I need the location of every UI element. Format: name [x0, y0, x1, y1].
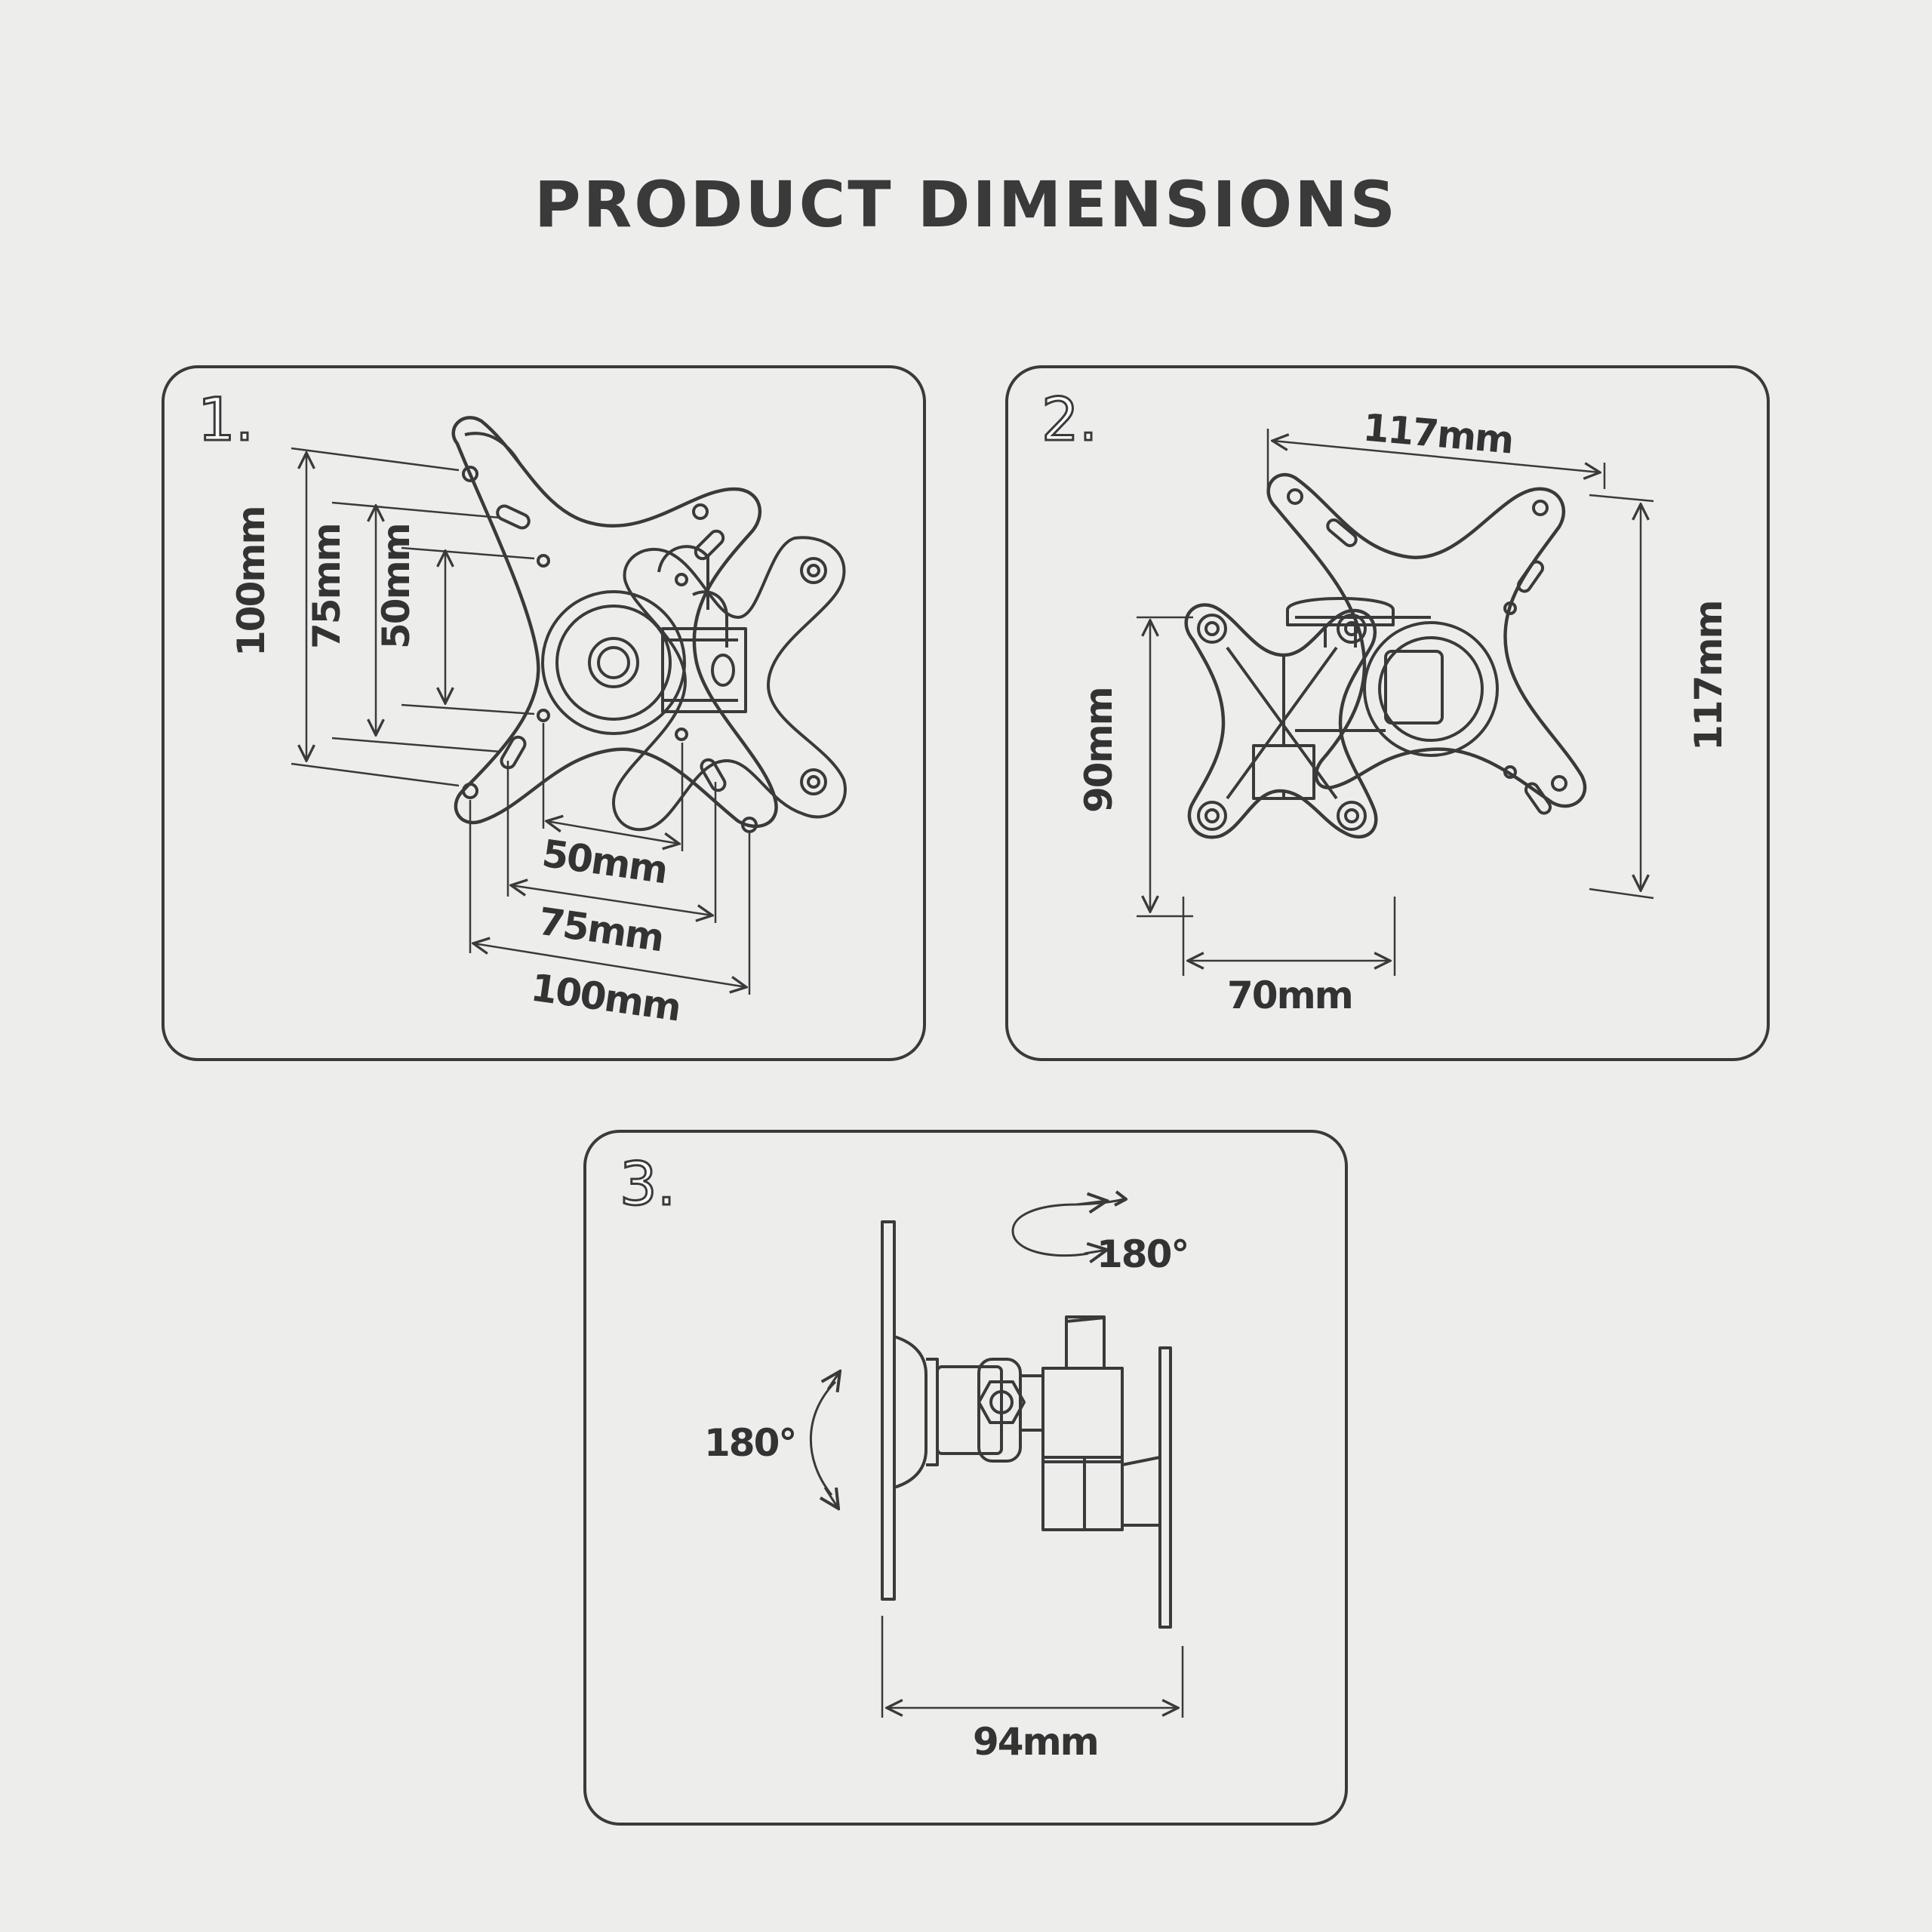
rotation-top-label: 180°	[1097, 1232, 1189, 1276]
dim-right: 117mm	[1687, 601, 1730, 751]
page-title: PRODUCT DIMENSIONS	[534, 168, 1398, 242]
rotation-left-label: 180°	[704, 1421, 797, 1465]
dim-v100: 100mm	[229, 506, 273, 657]
dim-left: 90mm	[1077, 688, 1121, 813]
panel-number: 3.	[618, 1150, 676, 1220]
dim-bottom: 70mm	[1227, 974, 1354, 1017]
mount-front-drawing	[1137, 429, 1654, 976]
panel-number: 1.	[196, 386, 254, 456]
dim-bottom: 94mm	[973, 1720, 1100, 1764]
panel-number: 2.	[1040, 386, 1098, 456]
panel-side-view: 3.	[583, 1130, 1348, 1826]
mount-side-drawing	[810, 1190, 1184, 1718]
panel-vesa-pattern: 1.	[162, 365, 926, 1061]
vesa-plate-drawing	[291, 416, 847, 995]
panel-plate-sizes: 2.	[1005, 365, 1770, 1061]
dim-v50: 50mm	[374, 524, 418, 649]
dim-v75: 75mm	[305, 524, 349, 649]
